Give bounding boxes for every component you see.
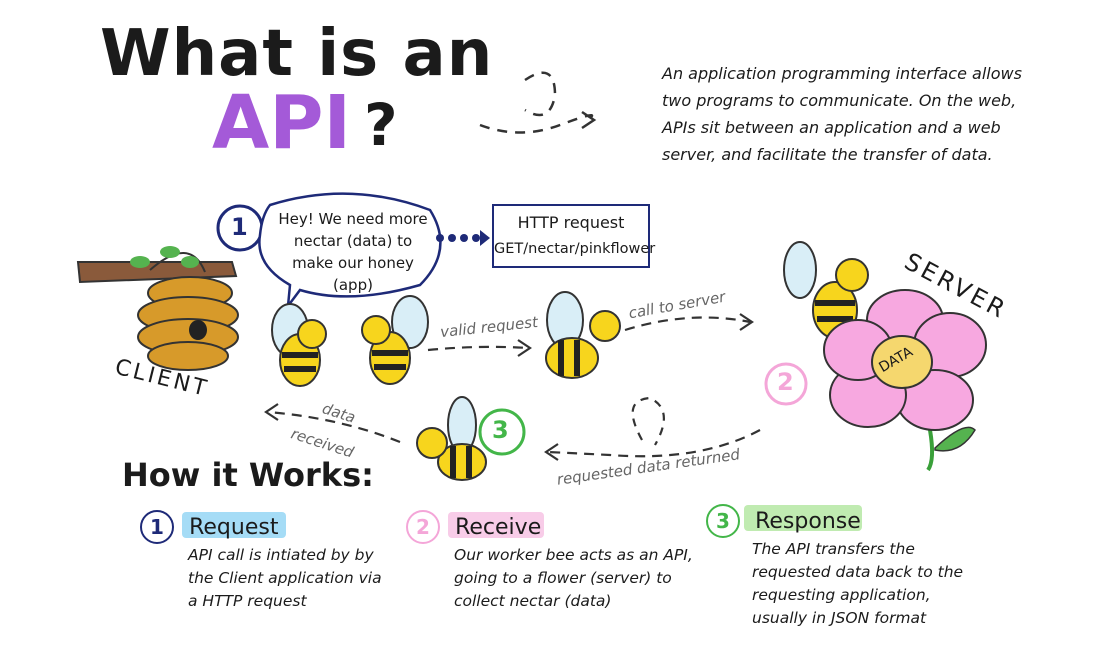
squiggle-arrow xyxy=(479,113,594,134)
return-step-number: 3 xyxy=(492,416,509,444)
bee-icon-3 xyxy=(545,291,621,379)
server-step-number: 2 xyxy=(777,368,794,396)
step-3: 3 Response xyxy=(706,504,871,538)
intro-text: An application programming interface all… xyxy=(662,64,1022,164)
http-request-title: HTTP request xyxy=(517,213,625,232)
step-body: The API transfers the requested data bac… xyxy=(752,540,964,627)
step-1: 1 Request xyxy=(140,510,288,544)
step2-circle-top xyxy=(764,362,808,406)
title-line1: What is an xyxy=(100,17,494,91)
valid-request-arrow xyxy=(427,345,529,352)
step-title: Receive xyxy=(455,515,542,540)
squiggle-arrowhead xyxy=(581,110,597,130)
response-highlight xyxy=(744,505,862,531)
step-2: 2 Receive xyxy=(406,510,551,544)
step-number: 3 xyxy=(706,504,740,538)
step3-circle-top xyxy=(478,408,526,456)
bee-icon-5 xyxy=(416,396,487,481)
step-body: API call is intiated by by the Client ap… xyxy=(188,546,382,610)
data-returned-arrow xyxy=(547,429,761,458)
step-title: Request xyxy=(189,515,279,540)
how-it-works-heading: How it Works: xyxy=(122,456,374,494)
speech-bubble-text: Hey! We need more nectar (data) to make … xyxy=(278,210,428,294)
title-question-mark: ? xyxy=(364,91,398,159)
step-body: Our worker bee acts as an API, going to … xyxy=(454,546,693,610)
step-title: Response xyxy=(755,509,861,534)
request-highlight xyxy=(182,512,286,538)
flower-icon xyxy=(823,289,987,472)
http-request-box: HTTP request GET/nectar/pinkflower xyxy=(492,204,656,268)
http-request-endpoint: GET/nectar/pinkflower xyxy=(494,241,656,257)
title-api: API xyxy=(212,80,352,166)
bee-icon-2 xyxy=(361,295,429,385)
step-number: 2 xyxy=(406,510,440,544)
dots-arrow xyxy=(436,230,490,246)
receive-highlight xyxy=(448,512,544,538)
step-number: 1 xyxy=(140,510,174,544)
squiggle-loop xyxy=(524,71,557,117)
speech-bubble xyxy=(258,192,442,311)
bee-icon-1 xyxy=(271,303,327,387)
data-received-arrow xyxy=(267,410,401,444)
hive-icon xyxy=(76,246,239,371)
bubble-step-number: 1 xyxy=(231,213,248,241)
